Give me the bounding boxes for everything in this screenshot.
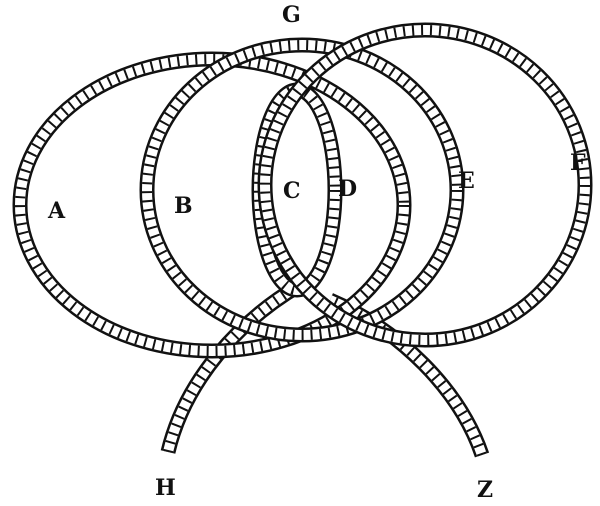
label-d: D bbox=[338, 176, 358, 202]
label-e: E bbox=[458, 168, 475, 194]
rope-strand-z bbox=[327, 293, 490, 458]
label-c: C bbox=[283, 178, 301, 204]
rope-loop-f bbox=[257, 22, 593, 348]
label-b: B bbox=[174, 193, 193, 219]
label-g: G bbox=[282, 2, 301, 28]
label-h: H bbox=[155, 475, 176, 501]
label-f: F bbox=[570, 150, 586, 176]
rope-loop-a bbox=[12, 51, 412, 359]
rope-loop-b-e bbox=[139, 37, 465, 343]
label-z: Z bbox=[477, 477, 494, 503]
rope-strand-h bbox=[160, 278, 304, 454]
label-a: A bbox=[48, 198, 66, 224]
